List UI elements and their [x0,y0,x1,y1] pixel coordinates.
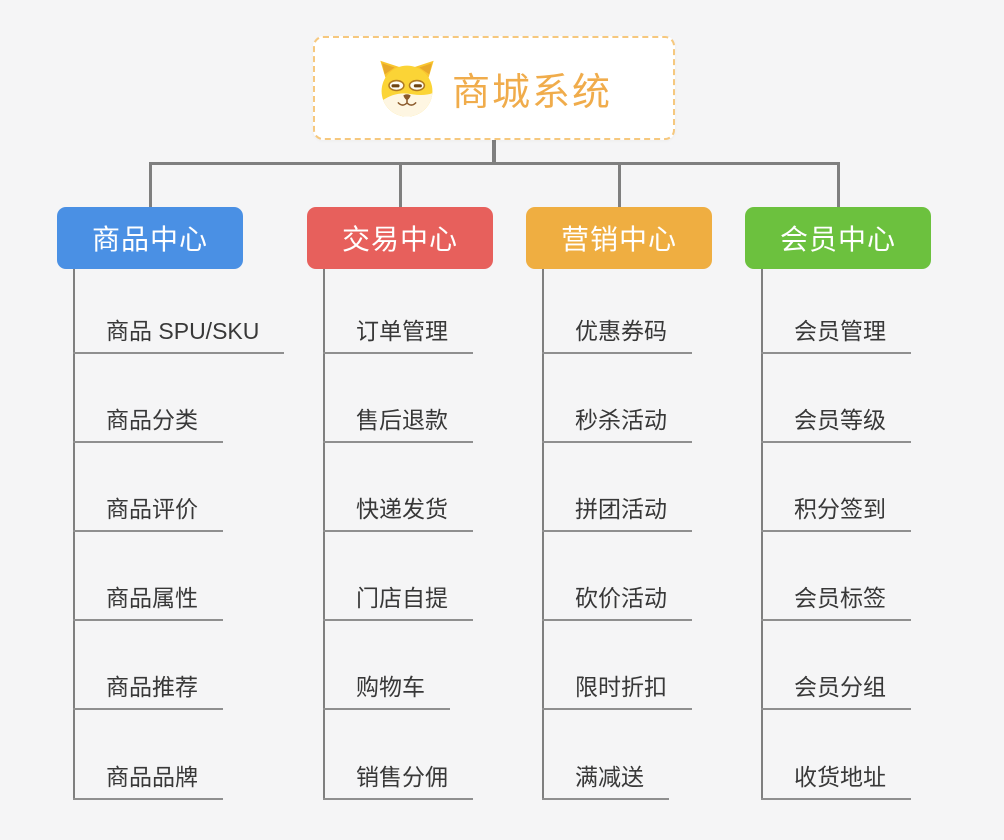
branch-drop-line [398,161,402,208]
mindmap-node-item[interactable]: 秒杀活动 [542,405,692,444]
mindmap-node-item[interactable]: 商品评价 [73,494,223,533]
mindmap-node-item[interactable]: 门店自提 [323,583,473,622]
branch-label: 交易中心 [341,224,458,255]
mindmap-node-item[interactable]: 限时折扣 [542,672,692,711]
branch-label: 商品中心 [91,224,208,255]
mindmap-node-item[interactable]: 购物车 [323,672,450,711]
column-trunk-line [73,269,75,800]
mindmap-node-item[interactable]: 快递发货 [323,494,473,533]
dog-face-icon [380,60,434,117]
mindmap-node-item[interactable]: 优惠券码 [542,316,692,354]
root-title: 商城系统 [451,71,612,114]
mindmap-node-item[interactable]: 售后退款 [323,405,473,444]
mindmap-node-item[interactable]: 商品推荐 [73,672,223,711]
mindmap-node-item[interactable]: 拼团活动 [542,494,692,533]
branch-drop-line [148,161,152,208]
mindmap-node-item[interactable]: 收货地址 [761,762,911,800]
mindmap-node-item[interactable]: 商品分类 [73,405,223,444]
mindmap-node-item[interactable]: 商品品牌 [73,762,223,800]
mindmap-node-item[interactable]: 会员管理 [761,316,911,354]
mindmap-node-item[interactable]: 会员分组 [761,672,911,711]
mindmap-node-item[interactable]: 积分签到 [761,494,911,533]
branch-label: 营销中心 [560,224,677,255]
branch-drop-line [836,161,840,208]
mindmap-node-item[interactable]: 砍价活动 [542,583,692,622]
mindmap-node-item[interactable]: 商品属性 [73,583,223,622]
mindmap-node-item[interactable]: 订单管理 [323,316,473,354]
branch-box-2[interactable]: 交易中心 [307,207,493,269]
root-trunk-line [492,139,496,165]
root-node[interactable]: 商城系统 [313,36,675,140]
mindmap-node-item[interactable]: 满减送 [542,762,669,800]
branch-box-4[interactable]: 会员中心 [745,207,931,269]
branch-drop-line [617,161,621,208]
column-trunk-line [761,269,763,800]
mindmap-node-item[interactable]: 商品 SPU/SKU [73,316,285,354]
mindmap-node-item[interactable]: 会员标签 [761,583,911,622]
branch-box-1[interactable]: 商品中心 [57,207,243,269]
column-trunk-line [542,269,544,800]
mindmap-node-item[interactable]: 会员等级 [761,405,911,444]
branch-box-3[interactable]: 营销中心 [526,207,712,269]
mindmap-node-item[interactable]: 销售分佣 [323,762,473,800]
branch-label: 会员中心 [779,224,896,255]
column-trunk-line [323,269,325,800]
branch-bus-line [148,161,840,165]
